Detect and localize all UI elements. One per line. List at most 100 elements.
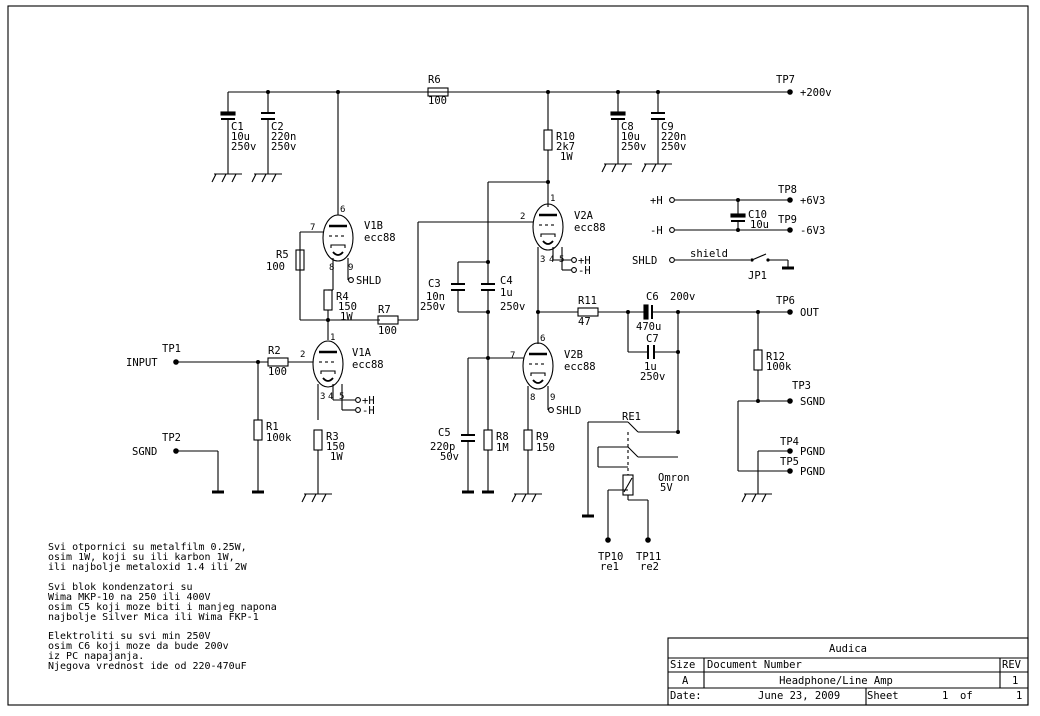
note-line: ili najbolje metaloxid 1.4 ili 2W (48, 562, 248, 573)
m6v3-label: -6V3 (800, 225, 825, 237)
c2-ref: C2 (271, 121, 284, 133)
v2a-hplus-label: +H (578, 255, 591, 267)
c9-ref: C9 (661, 121, 674, 133)
v1a-type: ecc88 (352, 359, 384, 371)
r10-ref: R10 (556, 131, 575, 143)
c5-voltage: 50v (440, 451, 459, 463)
r11-resistor (577, 307, 599, 317)
r2-value: 100 (268, 366, 287, 378)
r11-ref: R11 (578, 295, 597, 307)
rev-label: REV (1002, 659, 1022, 671)
re1-voltage: 5V (660, 482, 673, 494)
c6-value: 470u (636, 321, 661, 333)
pin-label: 1 (550, 194, 555, 204)
sheet-number: 1 (942, 690, 948, 702)
heater-plus-label: +H (650, 195, 663, 207)
r6-ref: R6 (428, 74, 441, 86)
size-label: Size (670, 659, 695, 671)
r9-ref: R9 (536, 431, 549, 443)
c1-value: 10u (231, 131, 250, 143)
note-line: osim C6 koji moze da bude 200v (48, 641, 229, 652)
v1b-ref: V1B (364, 220, 383, 232)
tp10-label: TP10 (598, 551, 623, 563)
pgnd5-label: PGND (800, 466, 825, 478)
tp1-label: TP1 (162, 343, 181, 355)
pgnd4-label: PGND (800, 446, 825, 458)
sheet-count: 1 (1016, 690, 1022, 702)
pin-label: 3 (540, 255, 545, 265)
input-label: INPUT (126, 357, 158, 369)
notes: Svi otpornici su metalfilm 0.25W, osim 1… (48, 542, 277, 672)
c2-voltage: 250v (271, 141, 296, 153)
shld-label: SHLD (632, 255, 657, 267)
c5-value: 220p (430, 441, 455, 453)
r8-ref: R8 (496, 431, 509, 443)
pin-label: 7 (310, 223, 315, 233)
r5-ref: R5 (276, 249, 289, 261)
r3-resistor (313, 429, 323, 451)
r2-ref: R2 (268, 345, 281, 357)
note-line: najbolje Silver Mica ili Wima FKP-1 (48, 612, 259, 623)
r10-resistor (543, 129, 553, 151)
c3-ref: C3 (428, 278, 441, 290)
c7-capacitor (647, 345, 655, 359)
r6-value: 100 (428, 95, 447, 107)
sheet-label: Sheet (867, 690, 899, 702)
shield-label: shield (690, 248, 728, 260)
note-line: iz PC napajanja. (48, 651, 144, 662)
tp5-label: TP5 (780, 456, 799, 468)
r4-ref: R4 (336, 291, 349, 303)
c5-capacitor (460, 425, 476, 451)
pin-label: 7 (510, 351, 515, 361)
c10-capacitor (730, 205, 746, 231)
re1-relay: RE1 Omron 5V TP10 re1 TP11 re2 (580, 411, 690, 573)
tp3-label: TP3 (792, 380, 811, 392)
rev-value: 1 (1012, 675, 1018, 687)
v1b-tube (321, 213, 355, 263)
re1-pin-label: re1 (600, 561, 619, 573)
pin-label: 2 (520, 212, 525, 222)
pin-label: 2 (300, 350, 305, 360)
b-plus-rail: TP7 +200v (228, 74, 832, 99)
c7-value: 1u (644, 361, 657, 373)
r9-value: 150 (536, 442, 555, 454)
r4-resistor (323, 289, 333, 311)
tp8-label: TP8 (778, 184, 797, 196)
c6-voltage: 200v (670, 291, 695, 303)
c5-ref: C5 (438, 427, 451, 439)
note-line: Svi blok kondenzatori su (48, 582, 193, 593)
date-label: Date: (670, 690, 702, 702)
c8-voltage: 250v (621, 141, 646, 153)
c6-ref: C6 (646, 291, 659, 303)
pin-label: 4 (328, 392, 333, 402)
v1a-hminus-label: -H (362, 405, 375, 417)
r4-power: 1W (340, 311, 353, 323)
re1-type: Omron (658, 472, 690, 484)
c3-value: 10n (426, 291, 445, 303)
r10-power: 1W (560, 151, 573, 163)
tp9-label: TP9 (778, 214, 797, 226)
pin-label: 1 (330, 333, 335, 343)
v2b-shld-label: SHLD (556, 405, 581, 417)
r5-value: 100 (266, 261, 285, 273)
tp2-label: TP2 (162, 432, 181, 444)
r1-value: 100k (266, 432, 292, 444)
sheet-border (7, 5, 1029, 706)
c3-voltage: 250v (420, 301, 445, 313)
title-block: Audica Size Document Number REV A Headph… (667, 637, 1029, 706)
c8-value: 10u (621, 131, 640, 143)
c1-voltage: 250v (231, 141, 256, 153)
r2-resistor (267, 357, 289, 367)
c9-value: 220n (661, 131, 686, 143)
r8-resistor (483, 429, 493, 451)
r4-value: 150 (338, 301, 357, 313)
v1a-ref: V1A (352, 347, 372, 359)
c4-value: 1u (500, 287, 513, 299)
pin-label: 6 (540, 334, 545, 344)
r12-value: 100k (766, 361, 792, 373)
note-line: Wima MKP-10 na 250 ili 400V (48, 592, 211, 603)
r9-resistor (523, 429, 533, 451)
pin-label: 8 (530, 393, 535, 403)
r10-value: 2k7 (556, 141, 575, 153)
